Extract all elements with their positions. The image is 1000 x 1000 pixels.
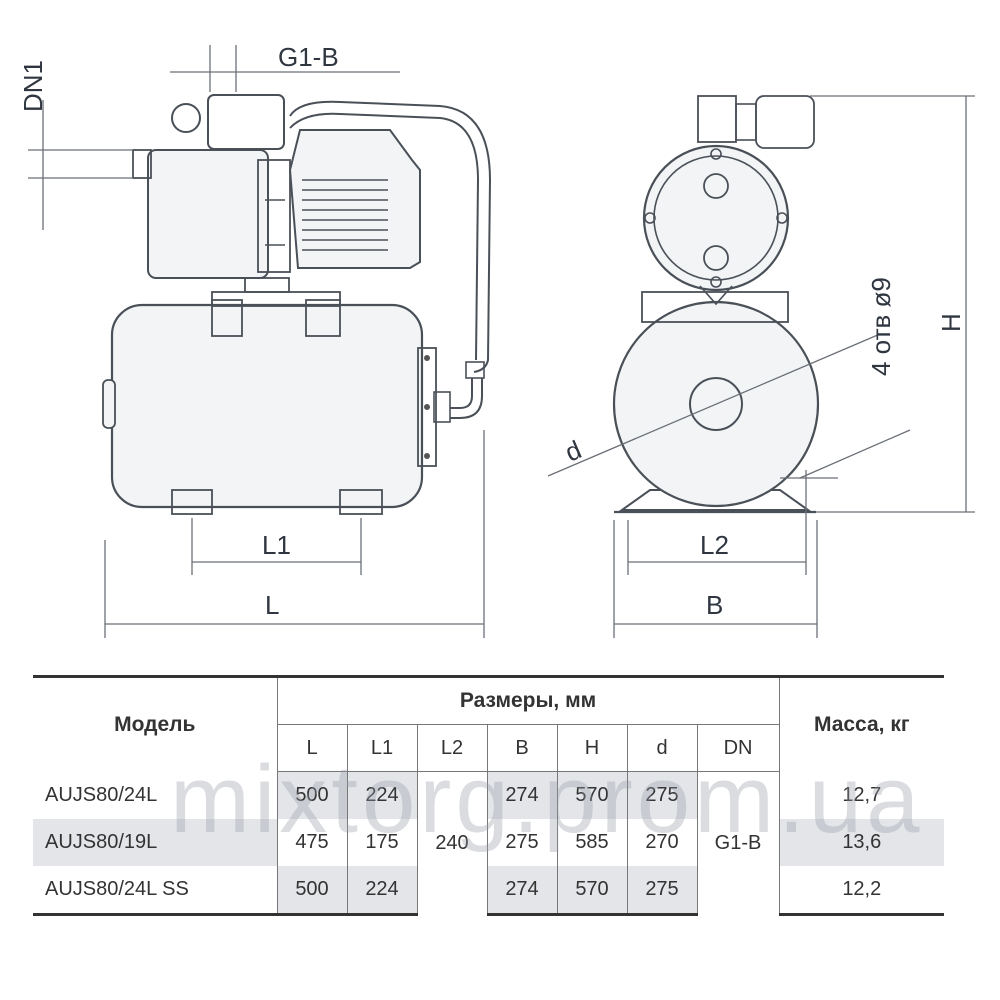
table-row: AUJS80/19L 475 175 275 585 270 13,6: [33, 819, 945, 866]
table-row: AUJS80/24L SS 500 224 274 570 275 12,2: [33, 866, 945, 916]
dimensions-header: Размеры, мм: [276, 675, 780, 725]
model-header: Модель: [33, 675, 277, 772]
cell-b: 275: [486, 819, 557, 866]
side-view: G1-B DN1 L1 L: [18, 42, 492, 638]
label-d: d: [561, 434, 586, 467]
spec-table: Модель Размеры, мм Масса, кг L L1 L2 B H…: [33, 675, 945, 916]
mass-header: Масса, кг: [778, 675, 945, 772]
cell-d: 275: [626, 771, 697, 819]
label-b: B: [706, 590, 723, 620]
cell-l1: 224: [346, 866, 417, 916]
cell-h: 570: [556, 771, 627, 819]
cell-h: 570: [556, 866, 627, 916]
cell-mass: 12,2: [778, 866, 945, 916]
front-view: L2 B H d 4 отв ø9: [547, 95, 975, 638]
col-l2: L2: [416, 724, 487, 772]
cell-dn: G1-B: [696, 771, 780, 915]
col-h: H: [556, 724, 627, 772]
cell-b: 274: [486, 771, 557, 819]
cell-l: 500: [276, 771, 347, 819]
model-cell: AUJS80/24L: [45, 783, 158, 806]
cell-b: 274: [486, 866, 557, 916]
cell-d: 270: [626, 819, 697, 866]
cell-l1: 224: [346, 771, 417, 819]
cell-l2: 240: [416, 771, 487, 915]
col-b: B: [486, 724, 557, 772]
cell-mass: 12,7: [778, 771, 945, 819]
pump-station-drawing: G1-B DN1 L1 L: [18, 42, 975, 638]
cell-l: 475: [276, 819, 347, 866]
label-l1: L1: [262, 530, 291, 560]
tank-side: [110, 303, 424, 509]
model-cell: AUJS80/24L SS: [33, 866, 277, 916]
label-g1b: G1-B: [278, 42, 339, 72]
table-row: AUJS80/24L 500 224 240 274 570 275 G1-B …: [33, 771, 945, 915]
label-l2: L2: [700, 530, 729, 560]
col-d: d: [626, 724, 697, 772]
model-cell: AUJS80/19L: [33, 819, 277, 866]
cell-l1: 175: [346, 819, 417, 866]
cell-l: 500: [276, 866, 347, 916]
cell-mass: 13,6: [778, 819, 945, 866]
label-l: L: [265, 590, 279, 620]
col-l1: L1: [346, 724, 417, 772]
label-h: H: [936, 313, 966, 332]
label-holes: 4 отв ø9: [866, 277, 896, 376]
cell-h: 585: [556, 819, 627, 866]
cell-d: 275: [626, 866, 697, 916]
label-dn1: DN1: [18, 60, 48, 112]
col-l: L: [276, 724, 347, 772]
col-dn: DN: [696, 724, 780, 772]
